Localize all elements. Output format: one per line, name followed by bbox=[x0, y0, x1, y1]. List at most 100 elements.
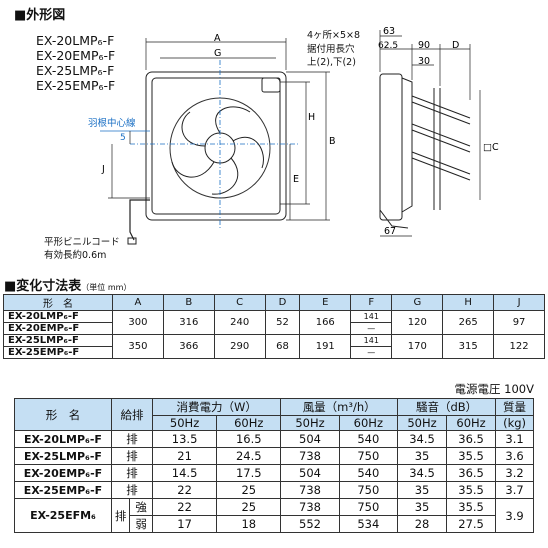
dim-90: 90 bbox=[418, 40, 430, 51]
t2-model: EX-25EFM₆ bbox=[14, 498, 112, 533]
outline-model: EX-20EMP₆-F bbox=[36, 48, 116, 63]
t1-cell: 366 bbox=[162, 334, 215, 359]
table-row: EX-20LMP₆-F 排 13.5 16.5 504 540 34.5 36.… bbox=[14, 430, 534, 448]
t2-cell: 35 bbox=[397, 498, 448, 516]
dim-h: H bbox=[308, 112, 315, 123]
t2-cell: 504 bbox=[280, 464, 340, 482]
t1-h-b: B bbox=[162, 294, 215, 311]
t2-h-50: 50Hz bbox=[151, 415, 218, 431]
t1-cell-f: 141 bbox=[350, 310, 393, 323]
t2-model: EX-20EMP₆-F bbox=[14, 464, 112, 482]
table1-unit: （単位 mm） bbox=[81, 283, 132, 292]
t2-cell: 552 bbox=[280, 515, 340, 533]
dim-j: J bbox=[101, 164, 105, 175]
table-row: EX-25LMP₆-F 排 21 24.5 738 750 35 35.5 3.… bbox=[14, 447, 534, 465]
t2-cell: 18 bbox=[216, 515, 282, 533]
t2-cell: 28 bbox=[397, 515, 448, 533]
t2-type: 排 bbox=[111, 464, 153, 482]
table-row: EX-25EMP₆-F 排 22 25 738 750 35 35.5 3.7 bbox=[14, 481, 534, 499]
t2-cell: 25 bbox=[216, 481, 282, 499]
t2-cell: 34.5 bbox=[397, 430, 448, 448]
t2-cell: 24.5 bbox=[216, 447, 282, 465]
t2-h-60: 60Hz bbox=[446, 415, 497, 431]
t1-cell: 120 bbox=[391, 310, 444, 335]
t2-model: EX-25LMP₆-F bbox=[14, 447, 112, 465]
t2-h-type: 給排 bbox=[111, 398, 153, 431]
t1-cell: 52 bbox=[264, 310, 301, 335]
t2-type: 排 bbox=[110, 498, 131, 533]
t2-h-50: 50Hz bbox=[397, 415, 448, 431]
t2-h-air: 風量（m³/h） bbox=[280, 398, 399, 416]
t2-cell: 13.5 bbox=[151, 430, 218, 448]
t1-cell: 166 bbox=[299, 310, 352, 335]
t2-cell: 22 bbox=[151, 481, 218, 499]
t1-h-e: E bbox=[299, 294, 352, 311]
t1-cell: 316 bbox=[162, 310, 215, 335]
dim-e: E bbox=[293, 174, 299, 185]
dim-5: 5 bbox=[120, 133, 126, 143]
dim-a: A bbox=[214, 33, 221, 44]
t1-h-f: F bbox=[350, 294, 393, 311]
t2-h-power: 消費電力（W） bbox=[151, 398, 282, 416]
hole-note: 4ヶ所×5×8 bbox=[307, 30, 361, 41]
cord-note-1: 平形ビニルコード bbox=[44, 237, 120, 248]
front-view bbox=[127, 71, 287, 245]
t2-cell: 25 bbox=[216, 498, 282, 516]
dim-d: D bbox=[452, 40, 459, 51]
t2-cell: 35.5 bbox=[446, 481, 497, 499]
side-view bbox=[379, 73, 471, 229]
t2-h-50: 50Hz bbox=[280, 415, 340, 431]
t2-cell: 35.5 bbox=[446, 498, 497, 516]
t2-cell: 540 bbox=[338, 430, 399, 448]
dim-30: 30 bbox=[418, 56, 430, 67]
t2-type: 排 bbox=[111, 430, 153, 448]
t1-h-a: A bbox=[112, 294, 164, 311]
cord-note-2: 有効長約0.6m bbox=[44, 250, 107, 261]
table1-title-text: ■変化寸法表 bbox=[4, 279, 82, 294]
t2-cell: 36.5 bbox=[446, 464, 497, 482]
t2-mode: 強 bbox=[129, 498, 153, 516]
t2-type: 排 bbox=[111, 481, 153, 499]
t1-cell: 68 bbox=[264, 334, 301, 359]
dimension-table: 形 名 A B C D E F G H J EX-20LMP₆-F 300 31… bbox=[3, 294, 545, 359]
t2-cell: 750 bbox=[338, 498, 399, 516]
t1-cell: 265 bbox=[442, 310, 495, 335]
dim-b: B bbox=[329, 136, 336, 147]
table-row: EX-25LMP₆-F 350 366 290 68 191 141 170 3… bbox=[3, 334, 545, 359]
t2-cell: 750 bbox=[338, 447, 399, 465]
t2-cell: 3.6 bbox=[495, 447, 534, 465]
t1-cell: 300 bbox=[112, 310, 164, 335]
t1-h-g: G bbox=[391, 294, 444, 311]
t1-h-j: J bbox=[493, 294, 545, 311]
hole-note-2: 据付用長穴 bbox=[307, 44, 355, 55]
t2-cell: 3.9 bbox=[495, 498, 534, 533]
t2-cell: 17.5 bbox=[216, 464, 282, 482]
t1-h-c: C bbox=[213, 294, 266, 311]
t2-cell: 534 bbox=[338, 515, 399, 533]
dim-c: □C bbox=[483, 142, 499, 153]
table-row: EX-25EMP₆-F — bbox=[3, 346, 545, 359]
t2-cell: 738 bbox=[280, 447, 340, 465]
table-row: EX-20LMP₆-F 300 316 240 52 166 141 120 2… bbox=[3, 310, 545, 335]
t1-model: EX-20EMP₆-F bbox=[3, 322, 113, 335]
t2-h-mass-unit: (kg) bbox=[495, 415, 534, 431]
supply-voltage: 電源電圧 100V bbox=[454, 382, 534, 396]
dim-63: 63 bbox=[383, 26, 395, 37]
t2-cell: 750 bbox=[338, 481, 399, 499]
t2-cell: 504 bbox=[280, 430, 340, 448]
t1-cell: 290 bbox=[213, 334, 266, 359]
t2-cell: 3.1 bbox=[495, 430, 534, 448]
t2-cell: 22 bbox=[151, 498, 218, 516]
t1-cell: 170 bbox=[391, 334, 444, 359]
t1-cell: 240 bbox=[213, 310, 266, 335]
t1-cell: 97 bbox=[493, 310, 545, 335]
table1-title: ■変化寸法表（単位 mm） bbox=[4, 275, 131, 294]
t1-h-d: D bbox=[264, 294, 301, 311]
outline-model: EX-25EMP₆-F bbox=[36, 78, 116, 93]
t2-cell: 36.5 bbox=[446, 430, 497, 448]
t2-header-row: 形 名 給排 消費電力（W） 風量（m³/h） 騒音（dB） 質量 bbox=[14, 398, 534, 431]
t1-model: EX-25EMP₆-F bbox=[3, 346, 113, 359]
t1-cell: 315 bbox=[442, 334, 495, 359]
t2-type: 排 bbox=[111, 447, 153, 465]
outline-title: ■外形図 bbox=[14, 8, 66, 23]
